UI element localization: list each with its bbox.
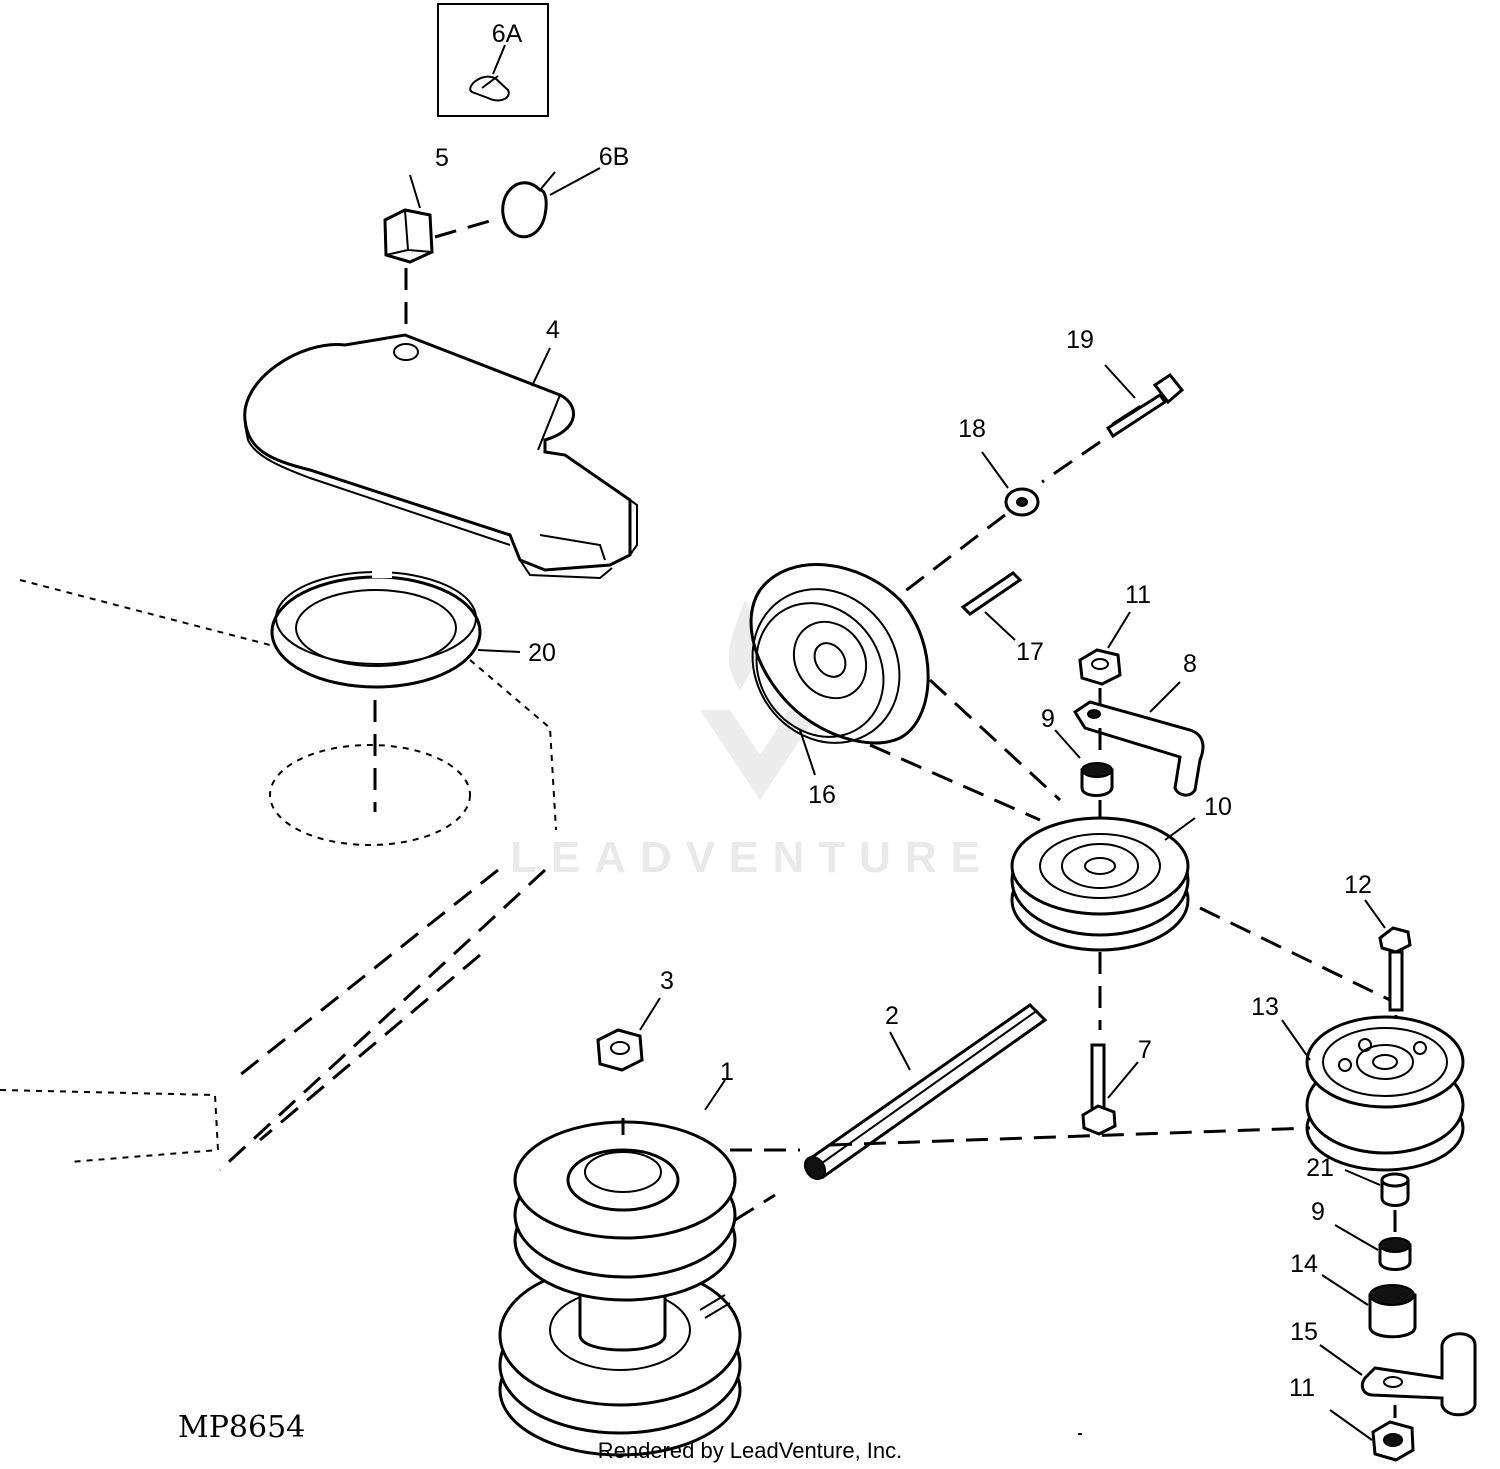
spacer-part-9-lower: 9 xyxy=(1311,1198,1412,1271)
watermark: LEADVENTURE xyxy=(510,600,994,882)
nut-part-11-lower: 11 xyxy=(1289,1374,1415,1462)
belt-guard-part-4: 4 xyxy=(243,316,638,580)
bolt-part-7: 7 xyxy=(1081,1036,1152,1136)
callout-1: 1 xyxy=(720,1058,734,1086)
bracket-part-8: 8 xyxy=(1072,650,1205,797)
bracket-part-15: 15 xyxy=(1290,1318,1477,1418)
callout-20: 20 xyxy=(528,639,556,667)
ring-part-20: 20 xyxy=(270,570,556,689)
spring-clip-part-6b: 6B xyxy=(501,143,630,239)
mower-deck-outline xyxy=(0,579,557,1172)
callout-10: 10 xyxy=(1204,793,1232,821)
callout-17: 17 xyxy=(1016,638,1044,666)
bolt-part-12: 12 xyxy=(1344,871,1412,1040)
callout-16: 16 xyxy=(808,781,836,809)
drawing-code: MP8654 xyxy=(178,1410,305,1445)
callout-4: 4 xyxy=(546,316,560,344)
callout-21: 21 xyxy=(1306,1154,1334,1182)
callout-12: 12 xyxy=(1344,871,1372,899)
pulley-part-1: 1 xyxy=(498,1058,776,1457)
callout-3: 3 xyxy=(660,967,674,995)
render-credit: Rendered by LeadVenture, Inc. xyxy=(598,1438,903,1463)
callout-6b: 6B xyxy=(599,143,630,171)
nut-part-11-upper: 11 xyxy=(1078,581,1151,705)
pulley-part-13: 13 xyxy=(1251,993,1465,1172)
callout-9-upper: 9 xyxy=(1041,705,1055,733)
watermark-text: LEADVENTURE xyxy=(510,833,994,882)
bolt-part-19: 19 xyxy=(1041,326,1185,484)
callout-13: 13 xyxy=(1251,993,1279,1021)
callout-11-lower: 11 xyxy=(1289,1374,1315,1402)
pulley-part-10: 10 xyxy=(1010,793,1391,1030)
callout-14: 14 xyxy=(1290,1250,1318,1278)
spacer-part-21: 21 xyxy=(1306,1154,1410,1235)
callout-18: 18 xyxy=(958,415,986,443)
callout-5: 5 xyxy=(435,144,449,172)
shaft-part-2: 2 xyxy=(730,1002,1311,1181)
callout-15: 15 xyxy=(1290,1318,1318,1346)
pulley-part-16: 16 xyxy=(749,563,1062,822)
callout-2: 2 xyxy=(885,1002,899,1030)
key-part-17: 17 xyxy=(960,571,1044,666)
inset-box-6a: 6A xyxy=(437,3,549,117)
callout-7: 7 xyxy=(1138,1036,1152,1064)
nut-part-3: 3 xyxy=(596,967,674,1072)
callout-6a: 6A xyxy=(492,20,523,48)
callout-11-upper: 11 xyxy=(1125,581,1151,609)
callout-9-lower: 9 xyxy=(1311,1198,1325,1226)
callout-8: 8 xyxy=(1183,650,1197,678)
nut-part-5: 5 xyxy=(383,144,501,330)
bushing-part-14: 14 xyxy=(1290,1250,1417,1339)
spacer-part-9-upper: 9 xyxy=(1041,705,1114,845)
callout-19: 19 xyxy=(1066,326,1094,354)
washer-part-18: 18 xyxy=(899,415,1040,597)
